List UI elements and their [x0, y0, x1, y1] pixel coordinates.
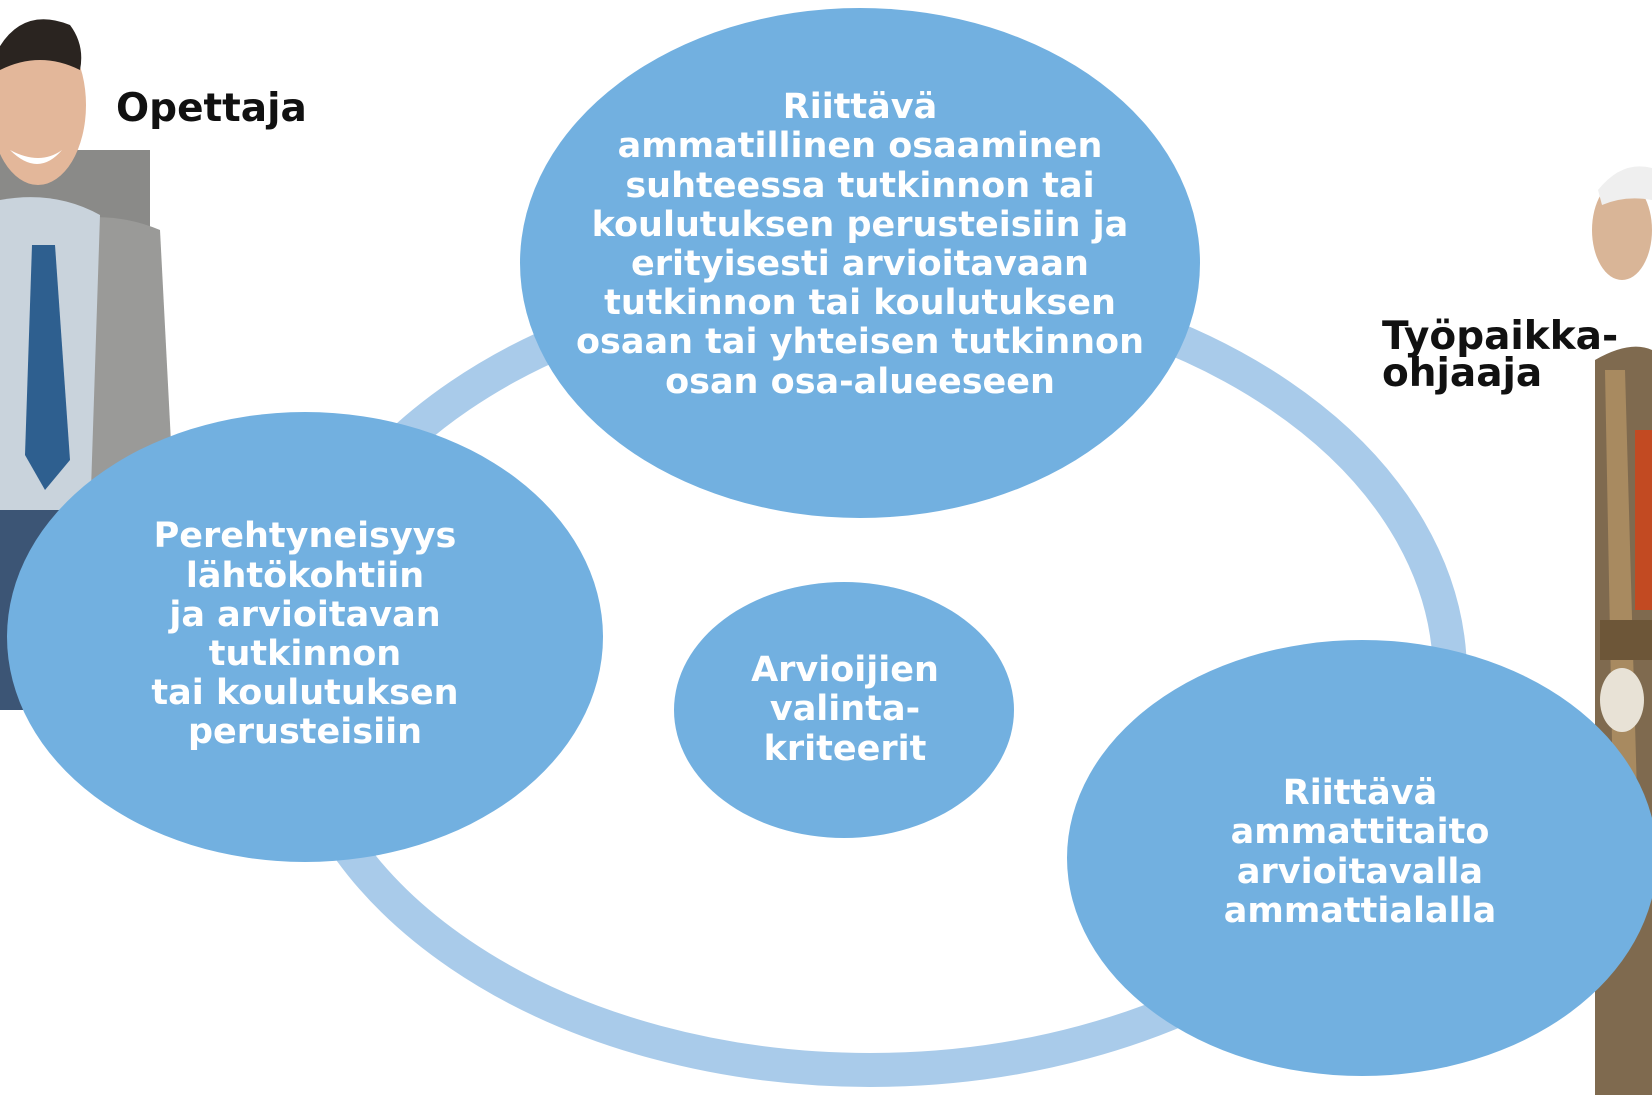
bubble-center-text: Arvioijien valinta- kriteerit — [751, 650, 939, 769]
teacher-label: Opettaja — [116, 86, 307, 131]
bubble-top-text: Riittävä ammatillinen osaaminen suhteess… — [575, 87, 1145, 402]
bubble-right — [1067, 640, 1652, 1076]
bubble-right-text: Riittävä ammattitaito arvioitavalla amma… — [1223, 773, 1497, 931]
bubble-center — [674, 582, 1014, 838]
workplace-instructor-label: Työpaikka- ohjaaja — [1382, 314, 1619, 397]
bubble-top — [520, 8, 1200, 518]
bubble-left — [7, 412, 603, 862]
bubble-left-text: Perehtyneisyys lähtökohtiin ja arvioitav… — [151, 516, 459, 753]
